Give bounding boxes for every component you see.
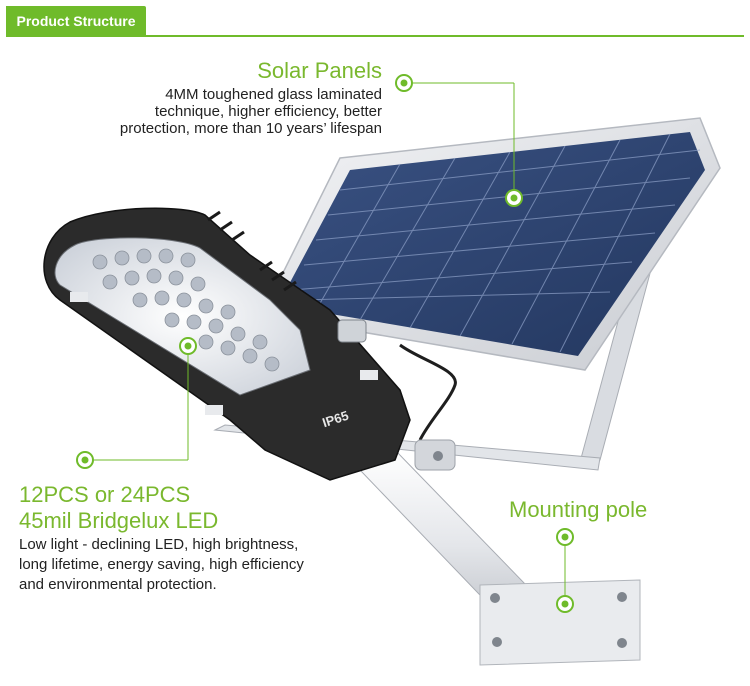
solar-panel-callout <box>395 74 523 207</box>
solar-panels-description: 4MM toughened glass laminated technique,… <box>62 86 382 137</box>
led-description-line: Low light - declining LED, high brightne… <box>19 536 299 553</box>
led-description-line: and environmental protection. <box>19 576 217 593</box>
solar-panels-description-line: 4MM toughened glass laminated <box>165 86 382 103</box>
solar-panels-description-line: protection, more than 10 years’ lifespan <box>119 120 382 137</box>
section-header-tab: Product Structure <box>6 6 146 36</box>
led-description: Low light - declining LED, high brightne… <box>19 535 359 595</box>
led-title: 12PCS or 24PCS 45mil Bridgelux LED <box>19 482 218 534</box>
mounting-pole-callout <box>556 528 574 613</box>
solar-panels-title: Solar Panels <box>257 58 382 83</box>
solar-panels-description-line: technique, higher efficiency, better <box>154 103 382 120</box>
led-lamp-head: IP65 <box>43 207 411 481</box>
mounting-pole <box>359 439 641 666</box>
power-cable <box>399 343 457 441</box>
led-title-line: 12PCS or 24PCS <box>19 482 191 507</box>
mounting-pole-title: Mounting pole <box>509 497 648 522</box>
led-description-line: long lifetime, energy saving, high effic… <box>19 556 304 573</box>
led-title-line: 45mil Bridgelux LED <box>19 508 219 533</box>
header-underline <box>6 35 744 37</box>
led-callout <box>76 337 197 469</box>
solar-panel <box>260 117 721 371</box>
